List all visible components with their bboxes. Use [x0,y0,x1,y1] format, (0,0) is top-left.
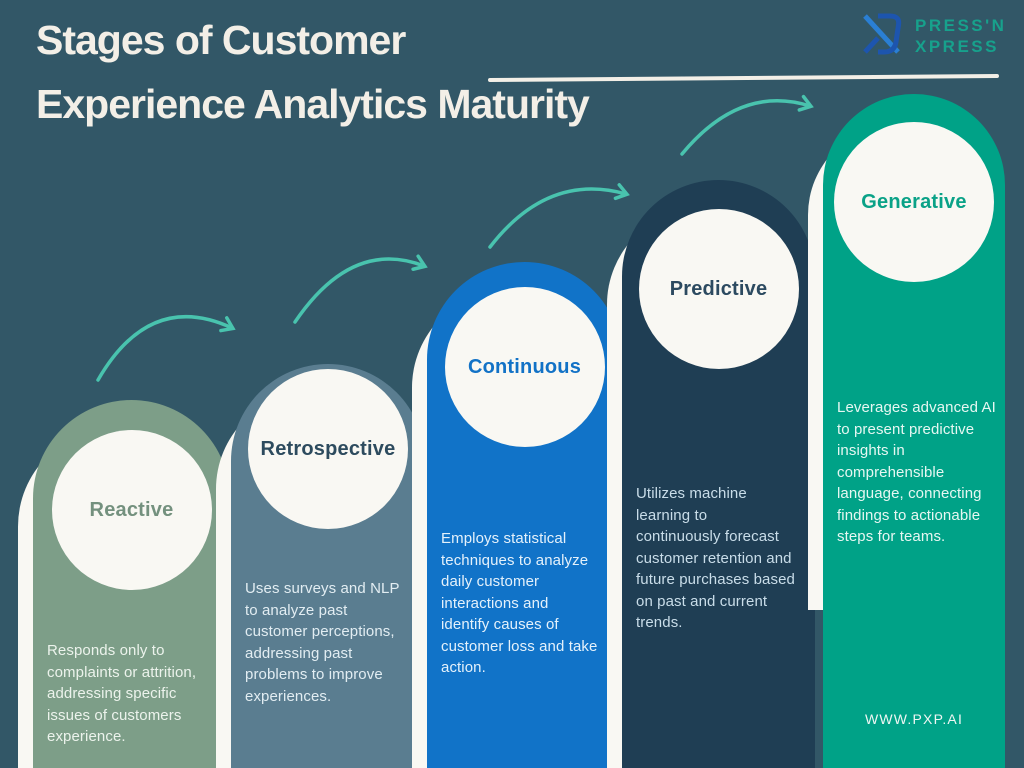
stage-pill: Predictive Utilizes machine learning to … [622,180,815,768]
stage-circle: Retrospective [248,369,408,529]
stage-circle: Reactive [51,430,212,590]
stage-description: Leverages advanced AI to present predict… [837,399,996,545]
page-title-line1: Stages of Customer [36,17,406,63]
stage-label: Retrospective [260,437,396,460]
arrow-icon-2 [293,254,428,324]
stage-circle: Predictive [638,209,799,369]
stage-description: Responds only to complaints or attrition… [47,642,197,745]
stage-pill: Generative Leverages advanced AI to pres… [823,94,1005,768]
brand-name: PRESS'N XPRESS [915,15,1006,60]
stage-circle: Continuous [444,287,605,447]
stage-pill: Reactive Responds only to complaints or … [33,400,230,768]
stage-label: Predictive [669,277,768,300]
stage-pill: Retrospective Uses surveys and NLP to an… [231,364,425,768]
arrow-icon-1 [96,314,236,382]
arrow-icon-3 [488,183,630,249]
arrow-icon-4 [680,94,814,156]
brand-name-line2: XPRESS [915,37,999,56]
brand-name-line1: PRESS'N [915,16,1007,35]
stage-label: Generative [861,190,967,213]
stage-description: Employs statistical techniques to analyz… [441,530,598,676]
brand-logo: PRESS'N XPRESS [856,8,1006,60]
stage-circle: Generative [834,122,994,282]
stage-description: Uses surveys and NLP to analyze past cus… [245,580,400,705]
stage-label: Continuous [467,355,582,378]
stage-description: Utilizes machine learning to continuousl… [636,485,795,631]
stage-pill: Continuous Employs statistical technique… [427,262,622,768]
page-title-line2: Experience Analytics Maturity [36,81,590,127]
website-url: WWW.PXP.AI [864,711,964,727]
stage-label: Reactive [89,498,174,521]
pressnxpress-logo-icon [863,13,902,55]
page-title: Stages of Customer Experience Analytics … [36,8,590,136]
